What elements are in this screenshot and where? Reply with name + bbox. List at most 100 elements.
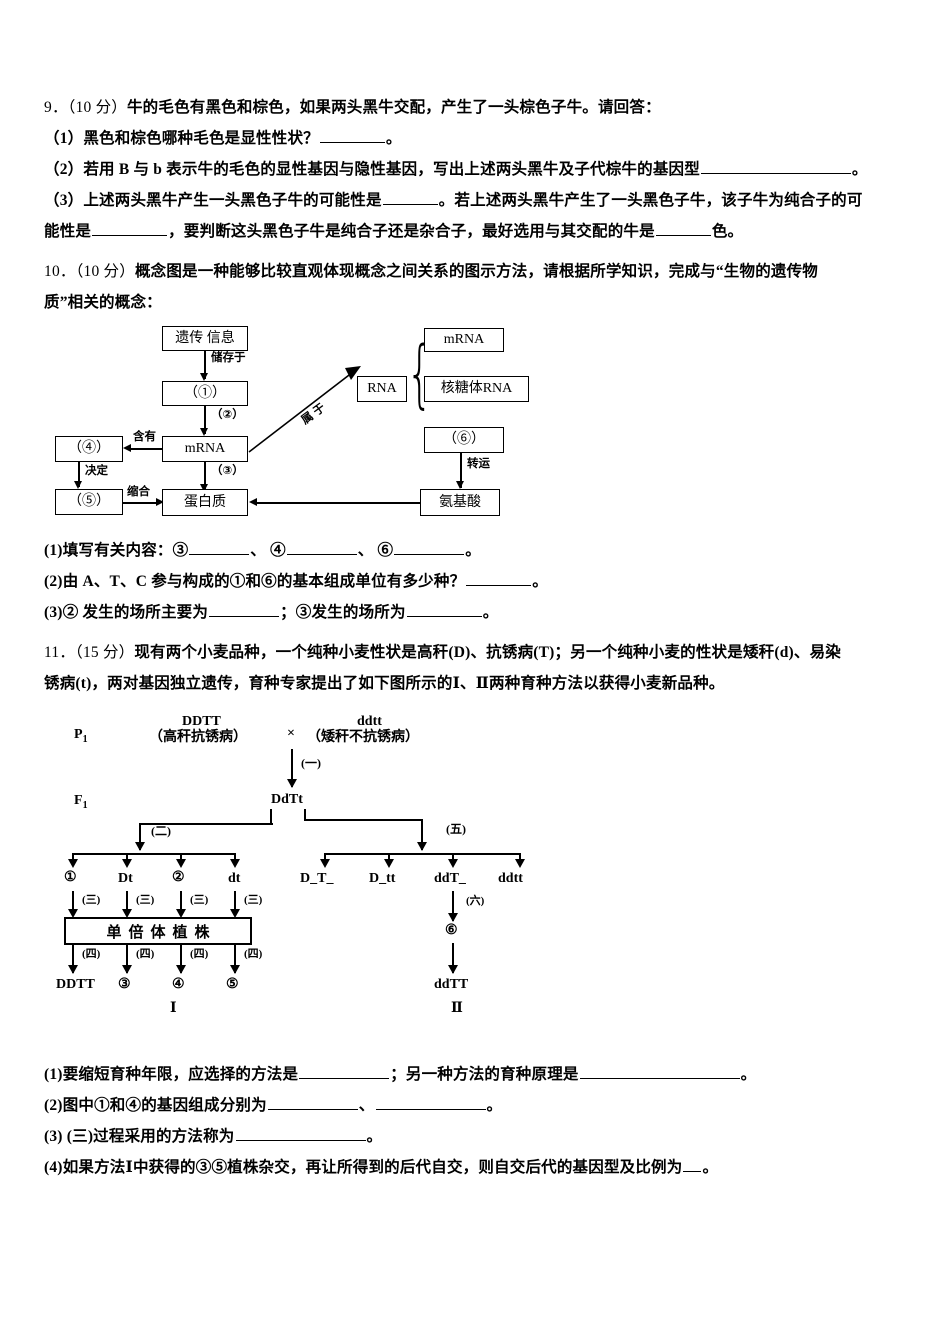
edge-label-determines: 决定 xyxy=(85,465,108,477)
q10-item-1-text: 填写有关内容：③ xyxy=(62,542,189,559)
edge-label-contains: 含有 xyxy=(133,431,156,443)
arrow-down-icon xyxy=(68,965,78,974)
arrow-down-icon xyxy=(515,859,525,868)
answer-blank[interactable] xyxy=(92,221,168,236)
connector xyxy=(304,809,307,821)
answer-blank[interactable] xyxy=(683,1157,702,1172)
q11-stem-text-1: 现有两个小麦品种，一个纯种小麦性状是高秆(D)、抗锈病(T)；另一个纯种小麦的性… xyxy=(134,644,841,661)
answer-blank[interactable] xyxy=(579,1064,740,1079)
p1-label-text: P xyxy=(74,727,83,742)
p1-subscript: 1 xyxy=(82,733,88,745)
connector xyxy=(180,945,183,973)
q10-item-3-text-a: ② 发生的场所主要为 xyxy=(62,604,209,621)
q9-item-2: （2）若用 B 与 b 表示牛的毛色的显性基因与隐性基因，写出上述两头黑牛及子代… xyxy=(44,154,910,185)
q11-item-3-text: (三)过程采用的方法称为 xyxy=(62,1128,235,1145)
connector xyxy=(78,462,80,487)
arrow-down-icon xyxy=(384,859,394,868)
answer-blank[interactable] xyxy=(382,190,438,205)
q10-score: （10 分） xyxy=(75,263,135,280)
q11-item-3-label: (3) xyxy=(44,1128,63,1145)
answer-blank[interactable] xyxy=(286,540,357,555)
arrow-down-icon xyxy=(122,859,132,868)
connector xyxy=(126,891,129,916)
connector xyxy=(131,448,162,450)
parent-left-genotype: DDTT xyxy=(182,714,221,729)
answer-blank[interactable] xyxy=(267,1095,358,1110)
q10-item-1-mid-2: 、 ⑥ xyxy=(357,542,394,559)
result-right: ddTT xyxy=(434,977,469,992)
f1-genotype: DdTt xyxy=(271,792,303,807)
connector xyxy=(204,351,206,379)
arrow-down-icon xyxy=(200,428,208,436)
q10-item-3-text-b: ；③发生的场所为 xyxy=(280,604,406,621)
gamete-1: ① xyxy=(64,870,77,885)
arrow-down-icon xyxy=(122,965,132,974)
q11-item-4-tail: 。 xyxy=(702,1159,719,1176)
q9-item-3-text-b: 。若上述两头黑牛产生了一头黑色子牛，该子牛为纯合子的可 xyxy=(438,192,863,209)
q11-item-1-tail: 。 xyxy=(740,1066,757,1083)
step-3-label-b: (三) xyxy=(136,894,155,906)
answer-blank[interactable] xyxy=(375,1095,486,1110)
q11-item-1-label: (1) xyxy=(44,1066,63,1083)
method-1-label: Ⅰ xyxy=(170,1001,177,1016)
arrow-down-icon xyxy=(230,909,240,918)
step-2-label: (二) xyxy=(151,824,171,838)
parent-left-phenotype: （高秆抗锈病） xyxy=(149,730,247,745)
answer-blank[interactable] xyxy=(299,1064,390,1079)
question-9: 9．（10 分）牛的毛色有黑色和棕色，如果两头黑牛交配，产生了一头棕色子牛。请回… xyxy=(44,92,910,247)
connector xyxy=(257,502,420,504)
q11-stem-text-2: 锈病(t)，两对基因独立遗传，育种专家提出了如下图所示的Ⅰ、Ⅱ两种育种方法以获得… xyxy=(44,675,725,692)
answer-blank[interactable] xyxy=(209,602,280,617)
step-3-label-c: (三) xyxy=(190,894,209,906)
q11-item-2: (2)图中①和④的基因组成分别为、。 xyxy=(44,1090,910,1121)
q11-item-3-tail: 。 xyxy=(366,1128,383,1145)
q10-item-2-label: (2) xyxy=(44,573,63,590)
connector xyxy=(123,502,159,504)
result-left-2: ③ xyxy=(118,977,131,992)
node-5: （⑤） xyxy=(55,489,123,515)
answer-blank[interactable] xyxy=(189,540,250,555)
step-3-label-a: (三) xyxy=(82,894,101,906)
arrow-down-icon xyxy=(456,481,464,489)
q10-item-3: (3)② 发生的场所主要为；③发生的场所为。 xyxy=(44,597,910,628)
f1-label-text: F xyxy=(74,793,83,808)
node-6-label: ⑥ xyxy=(445,923,458,938)
step-5-label: (五) xyxy=(446,822,466,836)
answer-blank[interactable] xyxy=(406,602,482,617)
node-4: （④） xyxy=(55,436,123,462)
q9-item-3-text-c: 能性是 xyxy=(44,223,92,240)
answer-blank[interactable] xyxy=(394,540,465,555)
q10-stem-text-1: 概念图是一种能够比较直观体现概念之间关系的图示方法，请根据所学知识，完成与“生物… xyxy=(134,263,818,280)
node-6: （⑥） xyxy=(424,427,504,453)
answer-blank[interactable] xyxy=(700,159,851,174)
q11-score: （15 分） xyxy=(75,644,135,661)
node-protein: 蛋白质 xyxy=(162,489,248,516)
q10-item-1: (1)填写有关内容：③、 ④、 ⑥。 xyxy=(44,535,910,566)
answer-blank[interactable] xyxy=(655,221,711,236)
node-1: （①） xyxy=(162,381,248,406)
answer-blank[interactable] xyxy=(235,1126,366,1141)
f1-label: F1 xyxy=(74,793,88,811)
arrow-down-icon xyxy=(135,842,145,851)
q11-stem-line-1: 11．（15 分）现有两个小麦品种，一个纯种小麦性状是高秆(D)、抗锈病(T)；… xyxy=(44,637,910,668)
q9-item-2-text: 若用 B 与 b 表示牛的毛色的显性基因与隐性基因，写出上述两头黑牛及子代棕牛的… xyxy=(83,161,700,178)
q9-stem-text: 牛的毛色有黑色和棕色，如果两头黑牛交配，产生了一头棕色子牛。请回答： xyxy=(126,99,661,116)
q9-stem-line: 9．（10 分）牛的毛色有黑色和棕色，如果两头黑牛交配，产生了一头棕色子牛。请回… xyxy=(44,92,910,123)
answer-blank[interactable] xyxy=(466,571,532,586)
connector xyxy=(421,819,424,850)
cross-symbol: × xyxy=(287,726,295,741)
connector xyxy=(72,891,75,916)
q9-item-1-text: 黑色和棕色哪种毛色是显性性状？ xyxy=(83,130,319,147)
q10-item-1-mid-1: 、 ④ xyxy=(250,542,286,559)
arrow-down-icon xyxy=(200,373,208,381)
arrow-down-icon xyxy=(448,913,458,922)
q11-item-2-text-a: 图中①和④的基因组成分别为 xyxy=(62,1097,267,1114)
result-left-3: ④ xyxy=(172,977,185,992)
arrow-down-icon xyxy=(448,859,458,868)
q11-number: 11． xyxy=(44,644,76,661)
diagonal-connector-belongs-to xyxy=(248,366,361,453)
arrow-down-icon xyxy=(320,859,330,868)
answer-blank[interactable] xyxy=(319,128,385,143)
connector xyxy=(460,453,462,488)
q10-stem-line-2: 质”相关的概念： xyxy=(44,287,910,318)
